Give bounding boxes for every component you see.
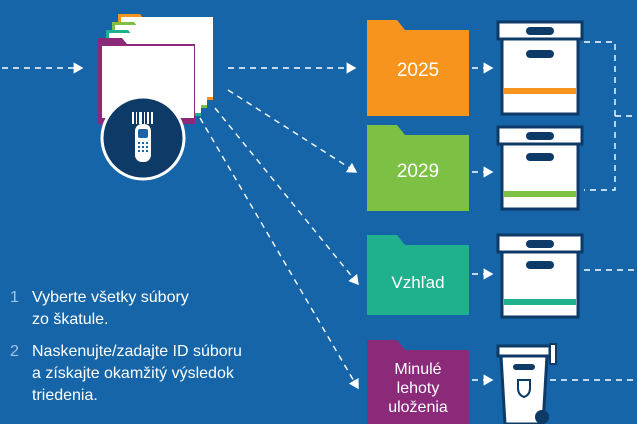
arrow-to-2029 (227, 89, 358, 173)
step-number: 2 (10, 343, 19, 360)
arrow-to-vzhlad (214, 107, 359, 286)
step-text: Vyberte všetky súbory zo škatule. (32, 289, 189, 328)
archive-box-icon (496, 20, 584, 116)
file-folder-stack-icon (88, 6, 238, 126)
arrow-to-minule (199, 117, 359, 390)
folder-label-minule: Minulé lehoty uloženia (388, 361, 448, 416)
step-1: 1 Vyberte všetky súbory zo škatule. (10, 287, 310, 331)
step-number: 1 (10, 289, 19, 306)
step-text: Naskenujte/zadajte ID súboru a získajte … (32, 343, 242, 404)
folder-vzhlad: Vzhľad (367, 235, 469, 315)
barcode-scanner-icon (100, 95, 186, 181)
folder-2029: 2029 (367, 125, 469, 211)
merge-bracket (584, 41, 616, 191)
folder-minule: Minulé lehoty uloženia (367, 340, 469, 424)
folder-2025: 2025 (367, 20, 469, 116)
archive-box-icon (496, 233, 584, 319)
folder-label-2029: 2029 (396, 161, 440, 182)
recycle-bin-icon (494, 340, 562, 424)
folder-label-vzhlad: Vzhľad (391, 273, 445, 292)
folder-label-2025: 2025 (396, 60, 440, 81)
instruction-steps: 1 Vyberte všetky súbory zo škatule. 2 Na… (10, 287, 310, 417)
step-2: 2 Naskenujte/zadajte ID súboru a získajt… (10, 341, 310, 407)
archive-box-icon (496, 125, 584, 211)
